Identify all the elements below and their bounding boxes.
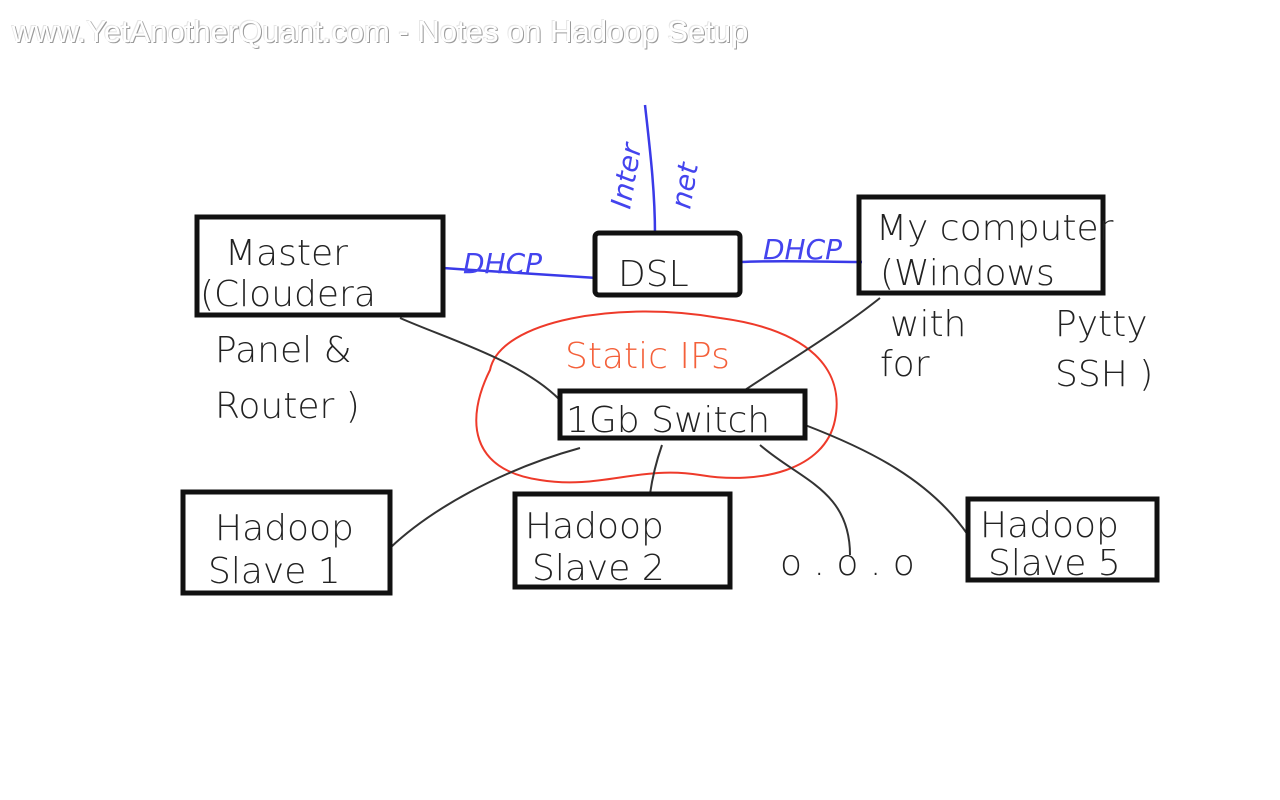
- slave2-line1: Hadoop: [525, 506, 664, 547]
- slave5-box: [965, 496, 1160, 583]
- link-switch-slave1: [389, 447, 581, 549]
- link-switch-slave2: [649, 444, 663, 495]
- master-line1: Master: [225, 233, 348, 274]
- dhcp-link-computer: [739, 259, 863, 264]
- computer-line2: (Windows: [880, 253, 1055, 294]
- computer-for: for: [880, 344, 930, 385]
- link-switch-more: [759, 444, 851, 556]
- master-line4: Router ): [215, 386, 360, 427]
- dhcp-label-right: DHCP: [763, 233, 842, 266]
- master-line3: Panel &: [215, 330, 352, 371]
- dhcp-link-master: [442, 266, 598, 280]
- page-title: www.YetAnotherQuant.com - Notes on Hadoo…: [12, 14, 749, 49]
- dsl-box: [592, 230, 743, 298]
- more-slaves-ellipsis: o . o . o: [780, 543, 915, 584]
- dhcp-label-left: DHCP: [463, 247, 542, 280]
- slave1-line2: Slave 1: [208, 551, 341, 592]
- computer-pytty: Pytty: [1055, 304, 1148, 345]
- master-line2: (Cloudera: [200, 274, 376, 315]
- master-box: [194, 214, 446, 318]
- slave5-line1: Hadoop: [980, 505, 1119, 546]
- dsl-label: DSL: [618, 254, 689, 295]
- slave1-box: [180, 489, 393, 596]
- computer-line1: My computer: [876, 208, 1114, 249]
- switch-label: 1Gb Switch: [566, 400, 770, 441]
- computer-box: [856, 194, 1106, 296]
- computer-ssh: SSH ): [1055, 354, 1153, 395]
- switch-box: [557, 388, 808, 441]
- link-computer-switch: [744, 297, 881, 391]
- static-ips-label: Static IPs: [565, 336, 730, 377]
- internet-label-2: net: [664, 159, 705, 211]
- computer-with: with: [890, 304, 966, 345]
- internet-label-1: Inter: [604, 139, 648, 211]
- slave5-line2: Slave 5: [988, 543, 1121, 584]
- internet-link: [643, 104, 657, 236]
- link-master-switch: [399, 317, 561, 401]
- link-switch-slave5: [804, 424, 969, 536]
- slave2-line2: Slave 2: [532, 548, 665, 589]
- static-ip-cloud: [475, 310, 838, 484]
- slave2-box: [512, 491, 733, 590]
- slave1-line1: Hadoop: [215, 508, 354, 549]
